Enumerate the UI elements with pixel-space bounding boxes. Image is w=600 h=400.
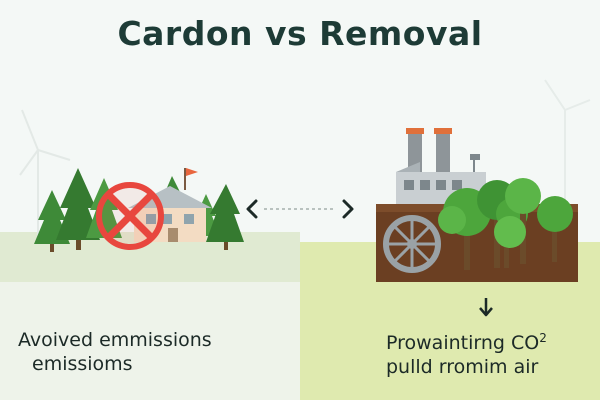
gear-icon	[383, 215, 441, 273]
tree-icon	[537, 196, 573, 262]
wind-turbine-icon	[544, 79, 591, 200]
tree-icon	[56, 168, 100, 250]
tree-icon	[494, 216, 526, 268]
page-title: Cardon vs Removal	[117, 14, 483, 53]
right-caption-line-1-text: Prowaintirng CO	[386, 332, 540, 354]
tree-icon	[206, 184, 244, 250]
right-caption-superscript: 2	[539, 331, 547, 345]
tree-icon	[86, 178, 122, 238]
right-caption-line-2: pulld rromim air	[386, 356, 539, 378]
wind-turbine-icon	[19, 109, 71, 240]
right-caption-line-1: Prowaintirng CO2	[386, 326, 586, 355]
left-caption-line-1: Avoived emmissions	[18, 329, 212, 351]
left-caption-line-2: emissioms	[32, 353, 133, 375]
right-caption: Prowaintirng CO2 pulld rromim air	[386, 326, 586, 379]
prohibited-icon	[96, 182, 164, 250]
left-right-arrows-icon	[246, 199, 354, 219]
left-caption: Avoived emmissions emissioms	[18, 328, 278, 376]
down-arrow-icon	[479, 298, 493, 317]
